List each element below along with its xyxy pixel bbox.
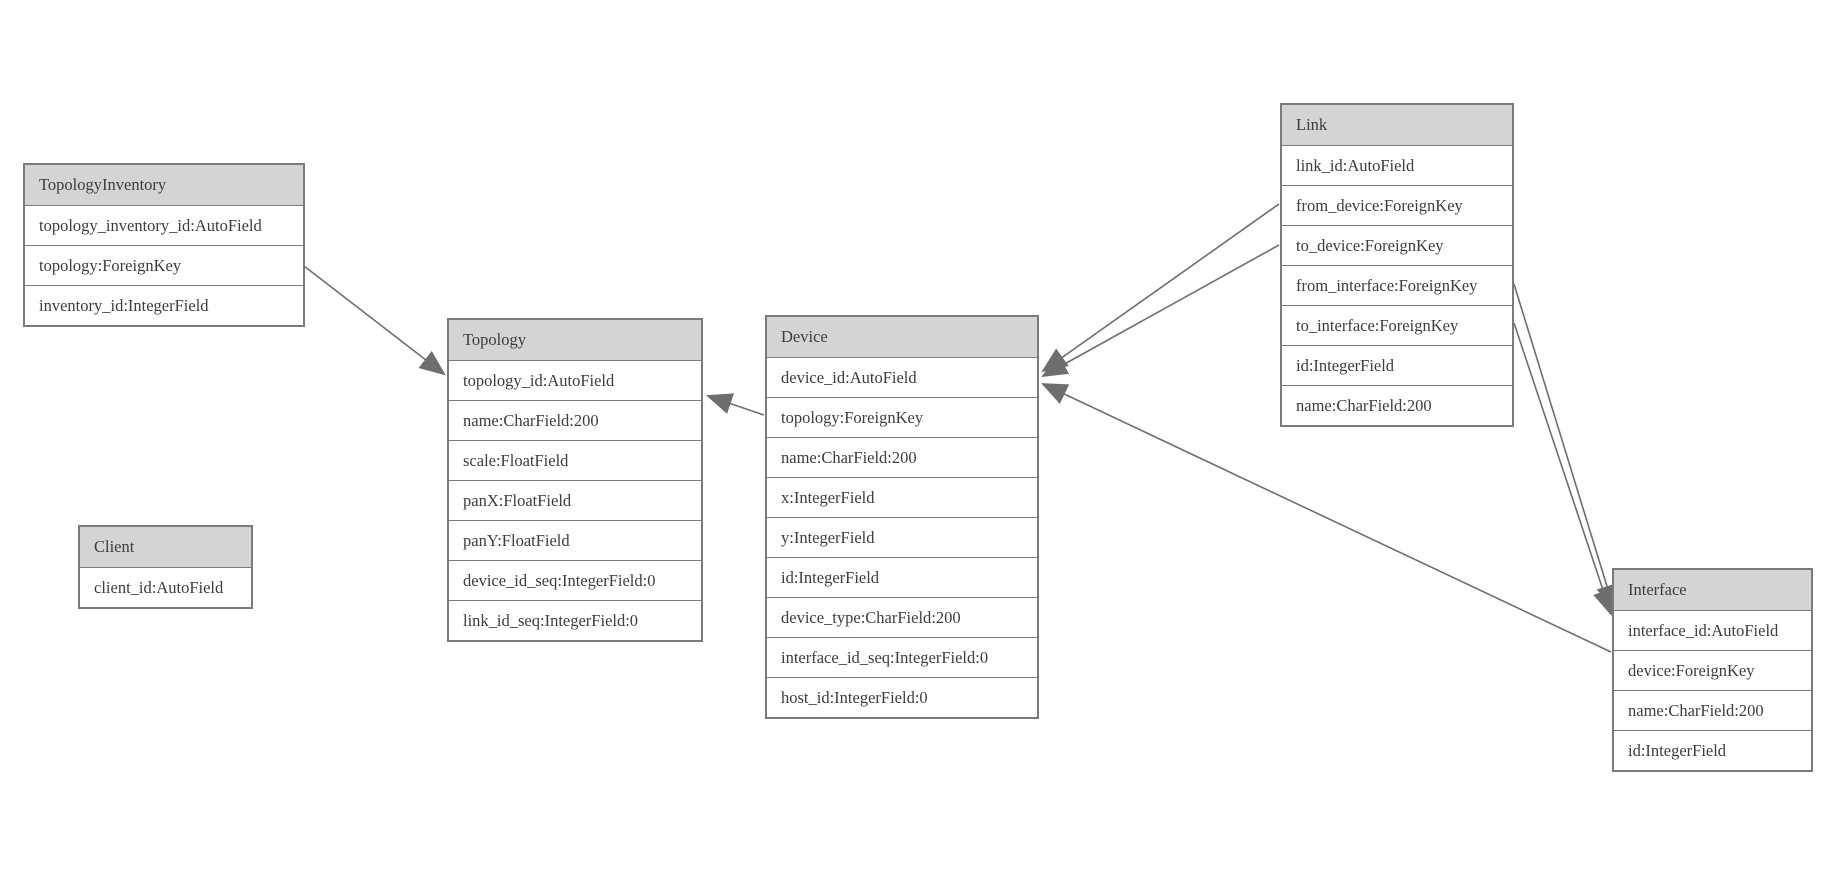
field-row: name:CharField:200 [449, 401, 701, 441]
table-title: Interface [1614, 570, 1811, 611]
edge-link-tointerface-interface [1513, 322, 1614, 617]
entity-table-client: Client client_id:AutoField [78, 525, 253, 609]
table-title: Link [1282, 105, 1512, 146]
table-title: Topology [449, 320, 701, 361]
field-row: topology_inventory_id:AutoField [25, 206, 303, 246]
field-row: name:CharField:200 [1296, 396, 1432, 415]
field-row: host_id:IntegerField:0 [781, 688, 928, 707]
field-row: name:CharField:200 [1614, 691, 1811, 731]
field-row: topology:ForeignKey [767, 398, 1037, 438]
field-row: topology_id:AutoField [449, 361, 701, 401]
edge-link-frominterface-interface [1513, 283, 1618, 612]
field-row: scale:FloatField [449, 441, 701, 481]
field-row: interface_id_seq:IntegerField:0 [767, 638, 1037, 678]
field-row: y:IntegerField [767, 518, 1037, 558]
field-row: topology:ForeignKey [25, 246, 303, 286]
field-row: from_device:ForeignKey [1282, 186, 1512, 226]
edge-link-todevice-device [1041, 244, 1280, 378]
edge-device-topology [705, 393, 765, 416]
edge-topologyinventory-topology [303, 265, 446, 376]
field-row: inventory_id:IntegerField [39, 296, 209, 315]
field-row: id:IntegerField [1628, 741, 1727, 760]
field-row: interface_id:AutoField [1614, 611, 1811, 651]
field-row: client_id:AutoField [94, 578, 224, 597]
field-row: id:IntegerField [1282, 346, 1512, 386]
field-row: panY:FloatField [449, 521, 701, 561]
field-row: device_id:AutoField [767, 358, 1037, 398]
field-row: panX:FloatField [449, 481, 701, 521]
table-fields: client_id:AutoField [80, 568, 251, 607]
field-row: to_device:ForeignKey [1282, 226, 1512, 266]
entity-table-topologyinventory: TopologyInventory topology_inventory_id:… [23, 163, 305, 327]
field-row: link_id_seq:IntegerField:0 [463, 611, 639, 630]
edge-link-fromdevice-device [1041, 203, 1280, 373]
table-title: TopologyInventory [25, 165, 303, 206]
field-row: x:IntegerField [767, 478, 1037, 518]
field-row: id:IntegerField [767, 558, 1037, 598]
field-row: device_id_seq:IntegerField:0 [449, 561, 701, 601]
field-row: link_id:AutoField [1282, 146, 1512, 186]
field-row: device:ForeignKey [1614, 651, 1811, 691]
field-row: from_interface:ForeignKey [1282, 266, 1512, 306]
table-title: Device [767, 317, 1037, 358]
table-title: Client [80, 527, 251, 568]
field-row: device_type:CharField:200 [767, 598, 1037, 638]
field-row: to_interface:ForeignKey [1282, 306, 1512, 346]
field-row: name:CharField:200 [767, 438, 1037, 478]
